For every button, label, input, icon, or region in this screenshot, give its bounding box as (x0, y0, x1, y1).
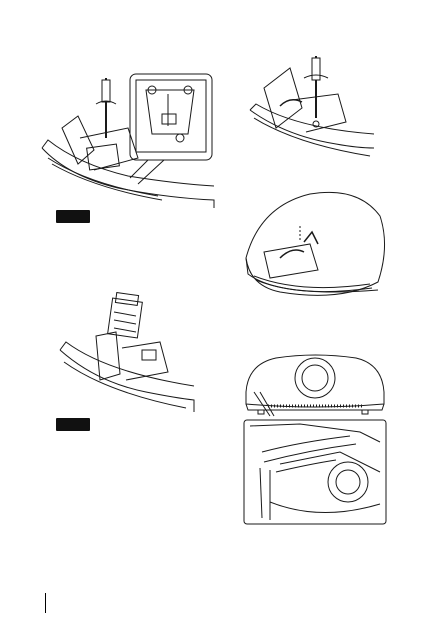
note-badge (56, 210, 90, 223)
projector-front-illustration-icon (243, 354, 387, 525)
lamp-screw-illustration-icon (41, 73, 215, 208)
page-margin-rule (45, 593, 46, 613)
figure-front-view (240, 352, 390, 528)
figure-remove-lamp (56, 292, 196, 416)
cover-screw-illustration-icon (249, 56, 375, 157)
note-badge (56, 418, 90, 431)
figure-close-cover (240, 186, 390, 304)
lamp-cover-close-illustration-icon (245, 191, 386, 296)
lamp-removal-illustration-icon (59, 292, 195, 412)
figure-unscrew-lamp (38, 68, 218, 208)
figure-tighten-cover (246, 48, 376, 158)
